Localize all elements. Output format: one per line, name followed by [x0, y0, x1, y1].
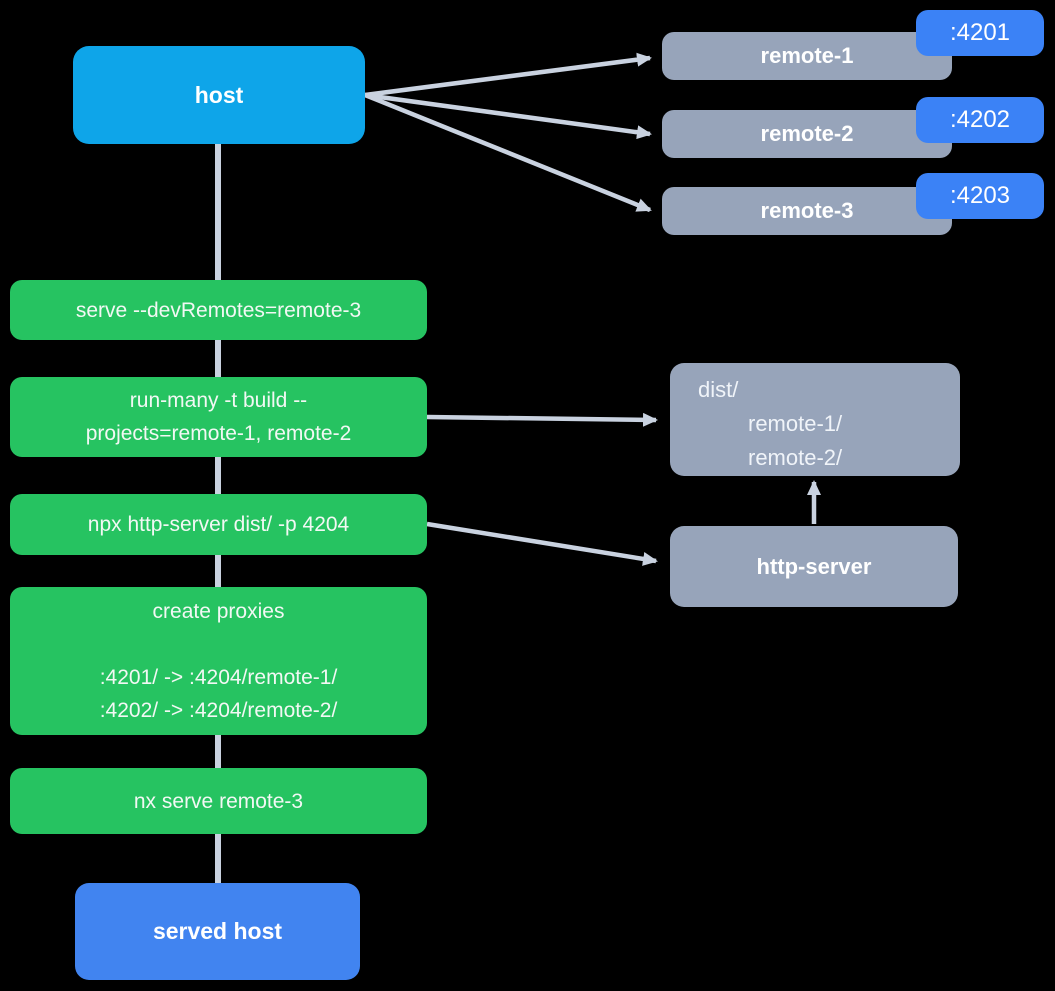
command-line-blank [10, 628, 427, 661]
command-line: nx serve remote-3 [133, 789, 304, 813]
arrow-host-to-remote-1 [364, 52, 652, 98]
node-served-host: served host [75, 883, 360, 980]
arrow-build-to-dist [426, 412, 658, 427]
port-badge-4203-label: :4203 [949, 182, 1011, 209]
node-host: host [73, 46, 365, 144]
node-dist-folder: dist/ remote-1/ remote-2/ [670, 363, 960, 476]
command-serve-devremotes: serve --devRemotes=remote-3 [10, 280, 427, 340]
arrow-host-to-remote-2 [364, 92, 652, 140]
command-nx-serve-remote-3: nx serve remote-3 [10, 768, 427, 834]
arrow-host-to-remote-3 [364, 92, 652, 213]
command-line: :4201/ -> :4204/remote-1/ [99, 666, 338, 689]
dist-root-line: dist/ [698, 377, 739, 402]
node-remote-2: remote-2 [662, 110, 952, 158]
node-remote-1-label: remote-1 [760, 43, 854, 68]
command-create-proxies: create proxies :4201/ -> :4204/remote-1/… [10, 587, 427, 735]
arrow-httpcmd-to-httpserver [426, 521, 658, 566]
command-line: projects=remote-1, remote-2 [85, 422, 352, 445]
command-line: serve --devRemotes=remote-3 [75, 298, 362, 322]
port-badge-4203: :4203 [916, 173, 1044, 219]
command-line: npx http-server dist/ -p 4204 [87, 513, 350, 536]
dist-child-line: remote-1/ [748, 411, 843, 436]
port-badge-4202: :4202 [916, 97, 1044, 143]
command-run-many-build: run-many -t build -- projects=remote-1, … [10, 377, 427, 457]
node-remote-3-label: remote-3 [760, 198, 854, 223]
node-http-server-label: http-server [756, 553, 872, 579]
command-line: run-many -t build -- [129, 389, 308, 412]
port-badge-4201-label: :4201 [949, 19, 1011, 46]
node-remote-3: remote-3 [662, 187, 952, 235]
node-remote-2-label: remote-2 [760, 121, 854, 146]
command-line: :4202/ -> :4204/remote-2/ [99, 699, 338, 722]
command-line: create proxies [152, 600, 285, 623]
command-npx-http-server: npx http-server dist/ -p 4204 [10, 494, 427, 555]
port-badge-4202-label: :4202 [949, 106, 1011, 133]
node-served-host-label: served host [152, 918, 283, 944]
node-http-server: http-server [670, 526, 958, 607]
dist-child-line: remote-2/ [748, 445, 843, 470]
node-host-label: host [194, 81, 244, 108]
port-badge-4201: :4201 [916, 10, 1044, 56]
node-remote-1: remote-1 [662, 32, 952, 80]
